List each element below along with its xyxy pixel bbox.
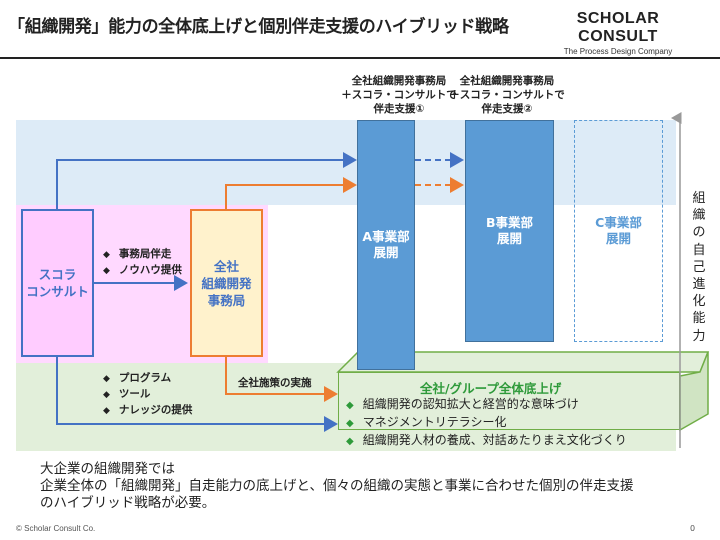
vertical-char: 能 [692, 311, 706, 327]
column-b-line-1: 全社組織開発事務局 [459, 75, 555, 87]
scholar-consult-box: スコラコンサルト [21, 209, 94, 357]
division-a-line-2: 展開 [373, 245, 399, 260]
office-line-1: 全社 [213, 258, 239, 274]
support-bullets: 事務局伴走 ノウハウ提供 [103, 247, 182, 279]
page-title: 「組織開発」能力の全体底上げと個別伴走支援のハイブリッド戦略 [8, 17, 509, 37]
division-c-box: C事業部展開 [574, 120, 663, 342]
company-logo: SCHOLAR CONSULT The Process Design Compa… [543, 10, 693, 56]
header-divider [0, 57, 720, 59]
provision-bullet: プログラム [103, 371, 192, 387]
provision-bullet: ツール [103, 387, 192, 403]
division-b-line-1: B事業部 [485, 215, 534, 230]
support-bullet: ノウハウ提供 [103, 263, 182, 279]
scholar-line-2: コンサルト [26, 284, 89, 299]
base-item: 組織開発の認知拡大と経営的な意味づけ [346, 396, 627, 414]
column-a-label: 全社組織開発事務局 ＋スコラ・コンサルトで 伴走支援① [340, 74, 458, 116]
vertical-char: 力 [692, 328, 706, 344]
vertical-char: 進 [692, 277, 706, 293]
office-line-2: 組織開発 [201, 275, 252, 291]
vertical-char: 織 [692, 208, 706, 224]
org-dev-office-box: 全社組織開発事務局 [190, 209, 263, 357]
scholar-line-1: スコラ [38, 267, 77, 282]
vertical-char: の [692, 225, 706, 241]
column-a-line-1: 全社組織開発事務局 [351, 75, 447, 87]
base-item: 組織開発人材の養成、対話あたりまえ文化づくり [346, 432, 627, 450]
vertical-char: 己 [692, 259, 706, 275]
summary-line: のハイブリッド戦略が必要。 [40, 495, 216, 511]
base-item: マネジメントリテラシー化 [346, 414, 627, 432]
column-a-line-3: 伴走支援① [373, 103, 425, 115]
division-b-box: B事業部展開 [465, 120, 554, 342]
division-a-box: A事業部展開 [357, 120, 415, 370]
support-bullet: 事務局伴走 [103, 247, 182, 263]
vertical-axis-label: 組 織 の 自 己 進 化 能 力 [688, 190, 710, 345]
base-title: 全社/グループ全体底上げ [420, 381, 562, 396]
arrow-label: 全社施策の実施 [238, 377, 312, 389]
vertical-char: 組 [692, 191, 706, 206]
column-a-line-2: ＋スコラ・コンサルトで [341, 89, 457, 101]
summary-line: 企業全体の「組織開発」自走能力の底上げと、個々の組織の実態と事業に合わせた個別の… [40, 478, 634, 494]
logo-main-text: SCHOLAR CONSULT [576, 10, 660, 45]
division-c-line-1: C事業部 [595, 215, 642, 230]
column-b-label: 全社組織開発事務局 ＋スコラ・コンサルトで 伴走支援② [448, 74, 566, 116]
base-items: 組織開発の認知拡大と経営的な意味づけ マネジメントリテラシー化 組織開発人材の養… [346, 396, 627, 450]
vertical-char: 化 [692, 294, 706, 310]
page-number: 0 [690, 524, 696, 533]
footer-copyright: © Scholar Consult Co. [16, 524, 96, 533]
column-b-line-2: ＋スコラ・コンサルトで [449, 89, 565, 101]
provision-bullets: プログラム ツール ナレッジの提供 [103, 371, 193, 419]
summary-text: 大企業の組織開発では 企業全体の「組織開発」自走能力の底上げと、個々の組織の実態… [40, 461, 633, 512]
vertical-char: 自 [692, 242, 706, 258]
division-b-line-2: 展開 [496, 231, 522, 246]
column-b-line-3: 伴走支援② [481, 103, 533, 115]
division-c-line-2: 展開 [605, 231, 631, 246]
logo-tagline: The Process Design Company [563, 47, 673, 56]
provision-bullet: ナレッジの提供 [103, 403, 193, 419]
office-line-3: 事務局 [207, 292, 246, 308]
summary-line: 大企業の組織開発では [40, 461, 175, 477]
division-a-line-1: A事業部 [362, 229, 410, 244]
